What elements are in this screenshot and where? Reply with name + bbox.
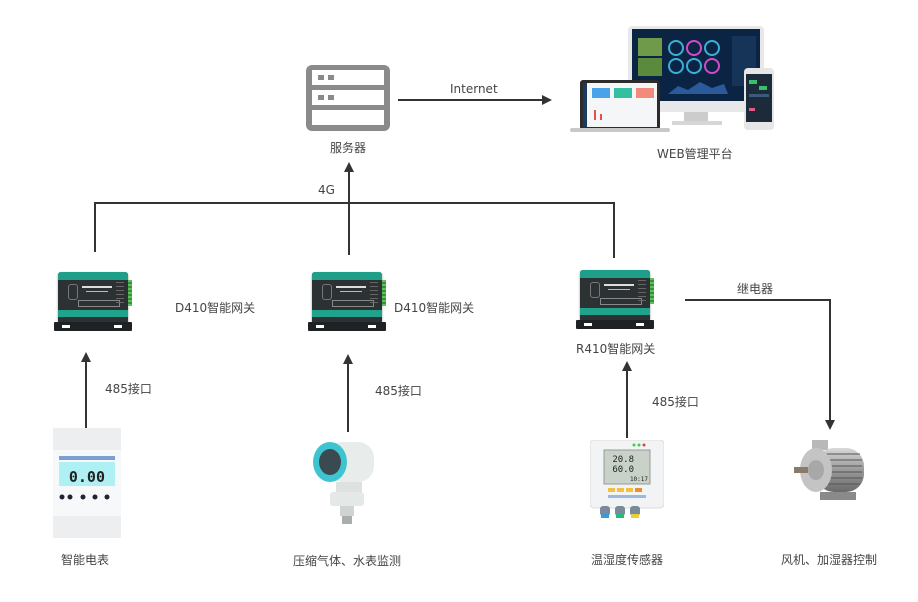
svg-text:60.0: 60.0	[612, 465, 634, 475]
gateway-1-label: D410智能网关	[175, 301, 256, 315]
web-platform-label: WEB管理平台	[657, 147, 733, 161]
svg-text:10:17: 10:17	[630, 476, 648, 483]
gateway-2	[308, 268, 386, 336]
pressure-label: 压缩气体、水表监测	[293, 554, 402, 568]
smart-meter-image: 0.00	[53, 428, 121, 538]
temp-humidity-sensor-image: 20.8 60.0 10:17	[589, 439, 665, 520]
gateway-1	[54, 268, 132, 336]
interface-1-label: 485接口	[105, 382, 152, 396]
svg-text:20.8: 20.8	[612, 455, 634, 465]
server-node	[304, 63, 392, 133]
interface-2-label: 485接口	[375, 384, 422, 398]
relay-arrow	[685, 299, 835, 430]
relay-label: 继电器	[737, 282, 774, 296]
server-label: 服务器	[330, 141, 367, 155]
server-icon	[306, 65, 390, 131]
motor-label: 风机、加湿器控制	[781, 553, 878, 567]
interface-3-label: 485接口	[652, 395, 699, 409]
gateway-3-label: R410智能网关	[576, 342, 656, 356]
temp-humidity-label: 温湿度传感器	[591, 553, 664, 567]
smart-meter-label: 智能电表	[61, 553, 110, 567]
uplink-label: 4G	[318, 183, 335, 197]
meter-display: 0.00	[69, 468, 105, 486]
internet-label: Internet	[450, 82, 498, 96]
pressure-transmitter-image	[308, 436, 388, 526]
gateway-3	[576, 266, 654, 334]
electric-motor-image	[790, 436, 872, 508]
uplink-bus-line	[94, 202, 615, 258]
gateway-2-label: D410智能网关	[394, 301, 475, 315]
web-platform-image	[568, 24, 778, 132]
